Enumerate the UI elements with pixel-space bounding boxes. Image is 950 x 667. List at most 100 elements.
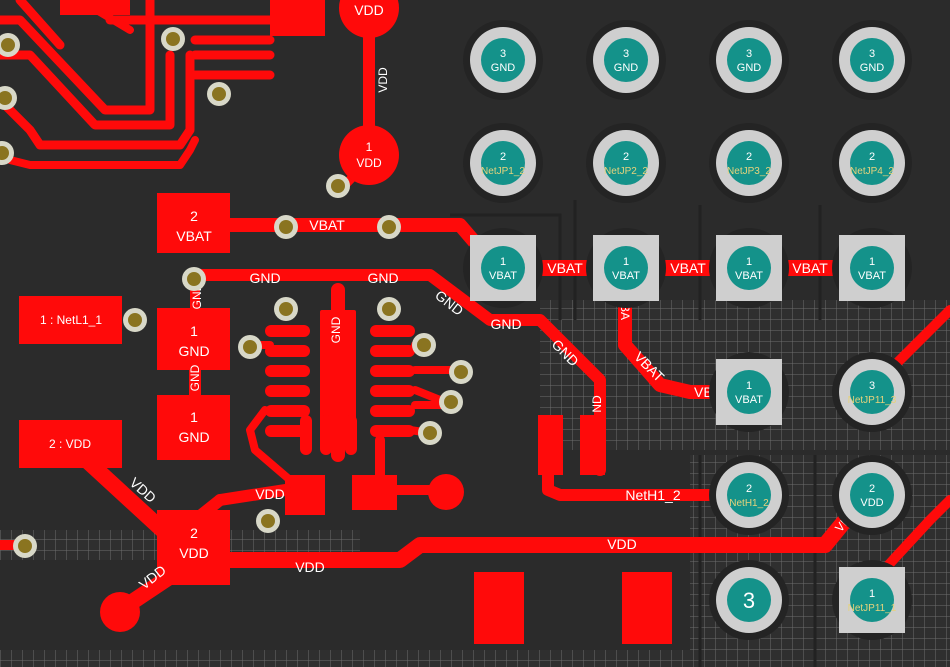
- via[interactable]: [123, 308, 147, 332]
- pad-net-name: GND: [614, 62, 639, 74]
- label-vdd-1-net: VDD: [356, 156, 382, 170]
- label-vdd-ic: VDD: [255, 486, 285, 502]
- smd-pad-gnd-1a[interactable]: 1 GND: [157, 308, 230, 370]
- via[interactable]: [0, 141, 14, 165]
- smd-pad-bottom-a[interactable]: [474, 572, 524, 644]
- label-vdd-long: VDD: [607, 536, 637, 552]
- pad-h1-a[interactable]: [538, 415, 563, 475]
- label-nd: ND: [590, 395, 604, 413]
- pad-h1-b[interactable]: [580, 415, 605, 475]
- pad-number: 3: [500, 48, 506, 60]
- pad-number: 3: [869, 380, 875, 392]
- pad-net-name: NetJP2_2: [604, 166, 648, 177]
- pad-net-name: NetH1_2: [729, 498, 769, 509]
- smd-pad-gnd-1b[interactable]: 1 GND: [157, 395, 230, 460]
- label-gnd-ic: GND: [329, 316, 343, 343]
- via[interactable]: [207, 82, 231, 106]
- pad-net-name: NetJP1_2: [481, 166, 525, 177]
- label-vdd-vertical: VDD: [376, 67, 390, 93]
- pad-net: VBAT: [176, 228, 212, 244]
- via[interactable]: [0, 86, 17, 110]
- trace-group-topleft: [0, 0, 275, 169]
- pad-vdd-top[interactable]: [339, 0, 399, 38]
- via[interactable]: [326, 174, 350, 198]
- via[interactable]: [377, 297, 401, 321]
- pad-net: VDD: [179, 545, 209, 561]
- pad-num: 2: [190, 208, 198, 224]
- pad-number: 2: [869, 483, 875, 495]
- via[interactable]: [274, 215, 298, 239]
- pad-number: 2: [746, 151, 752, 163]
- smd-pad-bottom-b[interactable]: [622, 572, 672, 644]
- pad-number: 1: [746, 380, 752, 392]
- via[interactable]: [161, 27, 185, 51]
- pad-net-name: GND: [737, 62, 762, 74]
- pad-num: 2: [190, 525, 198, 541]
- via[interactable]: [274, 297, 298, 321]
- pad-number: 1: [500, 256, 506, 268]
- pad-number: 2: [869, 151, 875, 163]
- pad-vdd-1[interactable]: [339, 125, 399, 185]
- pad-net-name: NetJP11_3: [848, 395, 897, 406]
- pad-number: 2: [623, 151, 629, 163]
- via[interactable]: [377, 215, 401, 239]
- via[interactable]: [13, 534, 37, 558]
- via[interactable]: [439, 390, 463, 414]
- label-gnd-vert: GND: [188, 364, 202, 391]
- via[interactable]: [449, 360, 473, 384]
- ic-pads: [265, 310, 415, 455]
- label-vdd-1-num: 1: [366, 140, 373, 154]
- pad-topleft[interactable]: [270, 0, 325, 36]
- pad-net-name: GND: [860, 62, 885, 74]
- pad-number: 2: [746, 483, 752, 495]
- pad-vdd-round-bottom[interactable]: [100, 592, 140, 632]
- label-vbat-1: VBAT: [547, 260, 583, 276]
- label-gnd-trace-a: GND: [249, 270, 280, 286]
- pad-number: 1: [869, 256, 875, 268]
- via[interactable]: [418, 421, 442, 445]
- th-pad-3[interactable]: 3: [709, 560, 789, 640]
- pad-net-name: NetJP3_2: [727, 166, 771, 177]
- pad-ic-bottom-left[interactable]: [285, 475, 325, 515]
- pad-label: 2 : VDD: [49, 437, 91, 451]
- smd-pad-vdd-p2[interactable]: 2 : VDD: [19, 420, 122, 468]
- smd-pad-netl1[interactable]: 1 : NetL1_1: [19, 296, 122, 344]
- pad-top-small[interactable]: [60, 0, 130, 15]
- pad-number: 3: [623, 48, 629, 60]
- smd-pad-vbat-2[interactable]: 2 VBAT: [157, 193, 230, 253]
- via[interactable]: [182, 267, 206, 291]
- pad-net-name: GND: [491, 62, 516, 74]
- via[interactable]: [256, 509, 280, 533]
- pad-ic-round[interactable]: [428, 474, 464, 510]
- pad-net: GND: [178, 343, 209, 359]
- via[interactable]: [412, 333, 436, 357]
- label-gnd-trace-c: GND: [490, 316, 521, 332]
- pad-net-name: VBAT: [735, 270, 763, 282]
- smd-pad-vdd-2[interactable]: 2 VDD: [157, 510, 230, 585]
- via[interactable]: [0, 33, 20, 57]
- pad-net-name: VDD: [860, 497, 883, 509]
- pad-ic-bottom-right[interactable]: [352, 475, 397, 510]
- label-gnd-trace-b: GND: [367, 270, 398, 286]
- label-vdd-top: VDD: [354, 2, 384, 18]
- via[interactable]: [238, 335, 262, 359]
